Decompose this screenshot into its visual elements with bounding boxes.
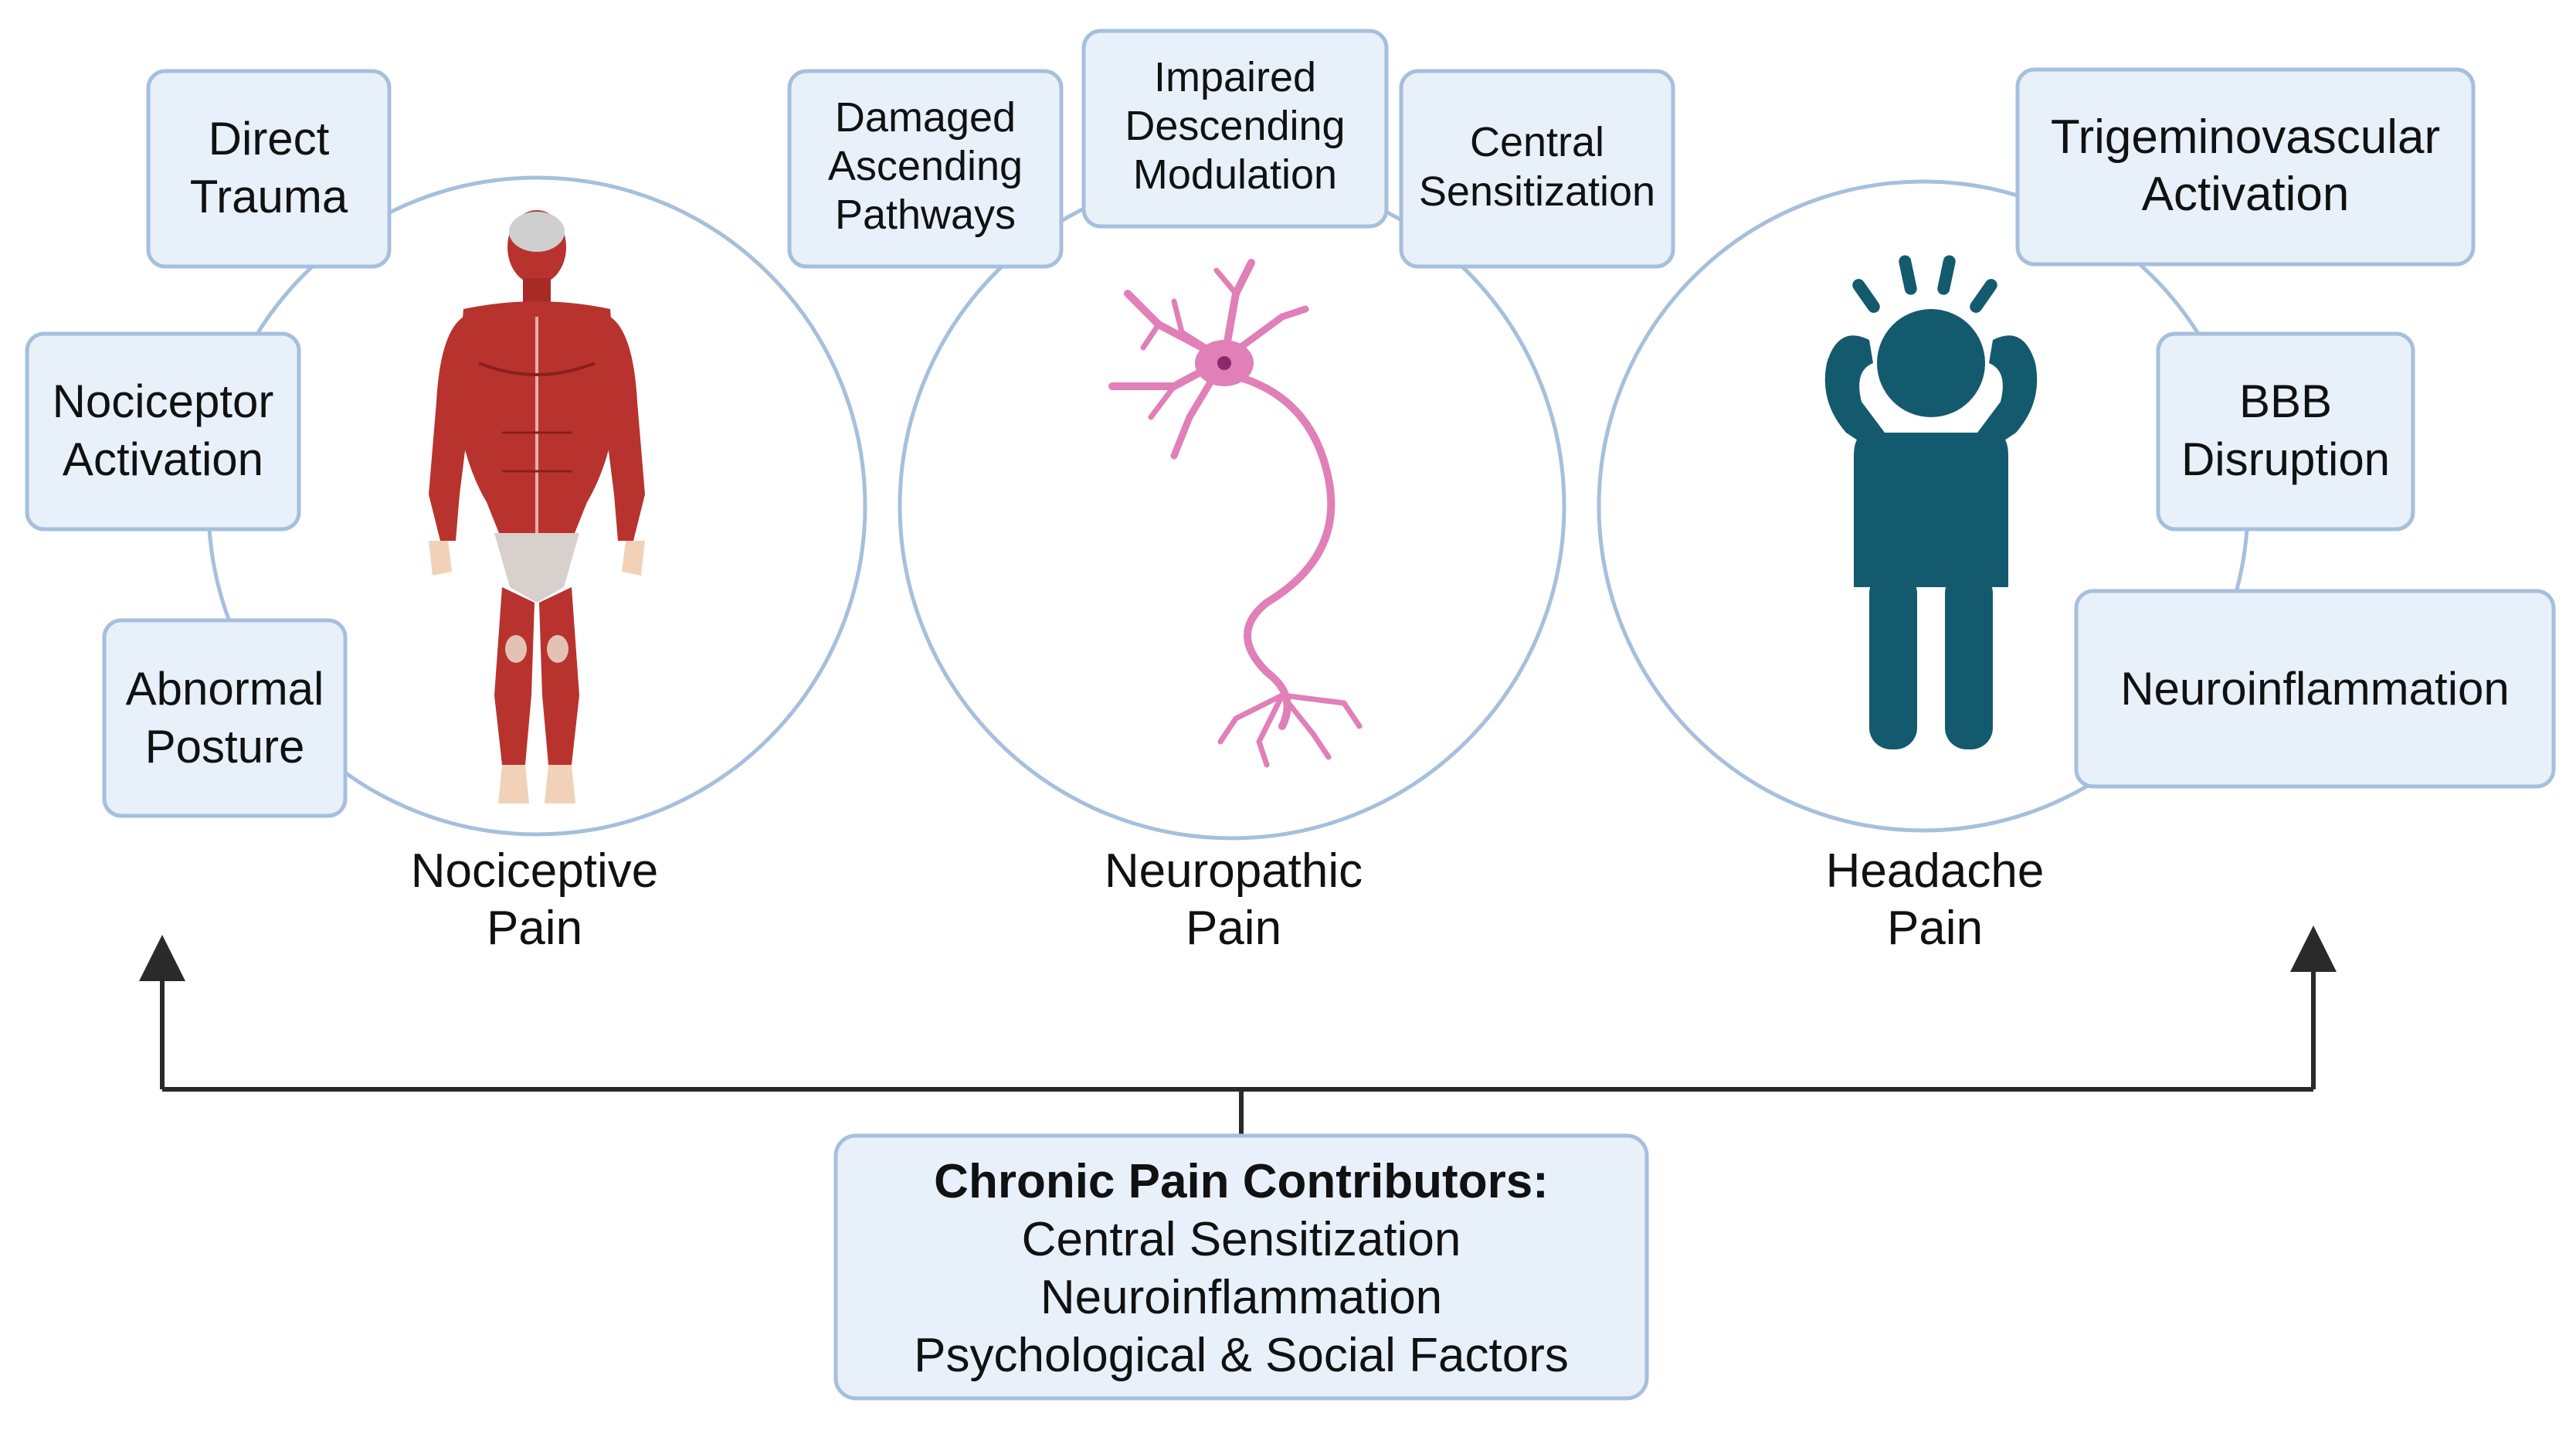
impaired-descending-modulation-box: Impaired Descending Modulation [1081, 29, 1389, 229]
neuropathic-label-line-1: Neuropathic [1105, 844, 1363, 898]
headache-person-icon [1824, 255, 2038, 749]
damaged-ascending-line-3: Pathways [835, 192, 1016, 238]
neuroinflammation-box: Neuroinflammation [2074, 589, 2556, 789]
damaged-ascending-pathways-box: Damaged Ascending Pathways [787, 69, 1064, 269]
headache-label-line-1: Headache [1826, 844, 2045, 898]
connector-arrows [139, 926, 2337, 1136]
headache-label-line-2: Pain [1887, 902, 1983, 955]
bbb-disruption-line-1: BBB [2239, 375, 2332, 427]
neuroinflammation-line-1: Neuroinflammation [2120, 663, 2510, 715]
trigeminovascular-line-1: Trigeminovascular [2051, 110, 2440, 164]
nociceptive-label-line-1: Nociceptive [411, 844, 658, 898]
contributors-title: Chronic Pain Contributors: [934, 1155, 1549, 1208]
impaired-descending-line-2: Descending [1125, 103, 1345, 149]
central-sensitization-box: Central Sensitization [1399, 69, 1675, 269]
nociceptive-label-line-2: Pain [487, 902, 582, 955]
abnormal-posture-box: Abnormal Posture [102, 618, 348, 818]
damaged-ascending-line-2: Ascending [828, 143, 1023, 189]
abnormal-posture-line-2: Posture [145, 721, 305, 773]
direct-trauma-line-1: Direct [209, 113, 330, 165]
neuropathic-pain-label: Neuropathic Pain [1105, 844, 1363, 955]
central-sensitization-line-2: Sensitization [1419, 168, 1655, 215]
damaged-ascending-line-1: Damaged [835, 94, 1016, 141]
direct-trauma-box: Direct Trauma [146, 69, 392, 269]
abnormal-posture-line-1: Abnormal [126, 663, 324, 715]
direct-trauma-line-2: Trauma [190, 171, 348, 222]
nociceptor-activation-line-2: Activation [63, 433, 263, 485]
impaired-descending-line-3: Modulation [1133, 151, 1337, 198]
contributors-item-1: Central Sensitization [1022, 1213, 1461, 1266]
chronic-pain-contributors-box: Chronic Pain Contributors: Central Sensi… [833, 1133, 1649, 1401]
headache-pain-label: Headache Pain [1826, 844, 2045, 955]
trigeminovascular-line-2: Activation [2142, 168, 2350, 221]
nociceptor-activation-box: Nociceptor Activation [25, 331, 301, 532]
muscular-body-icon [429, 210, 645, 803]
contributors-item-2: Neuroinflammation [1040, 1271, 1442, 1324]
impaired-descending-line-1: Impaired [1154, 54, 1316, 100]
neuron-icon [1108, 259, 1363, 768]
trigeminovascular-activation-box: Trigeminovascular Activation [2015, 67, 2476, 267]
bbb-disruption-box: BBB Disruption [2156, 331, 2415, 532]
neuropathic-circle [898, 172, 1566, 841]
nociceptor-activation-line-1: Nociceptor [53, 375, 274, 427]
neuropathic-label-line-2: Pain [1186, 902, 1281, 955]
nociceptive-pain-label: Nociceptive Pain [411, 844, 658, 955]
contributors-item-3: Psychological & Social Factors [914, 1329, 1569, 1382]
bbb-disruption-line-2: Disruption [2181, 433, 2390, 485]
central-sensitization-line-1: Central [1470, 119, 1604, 165]
